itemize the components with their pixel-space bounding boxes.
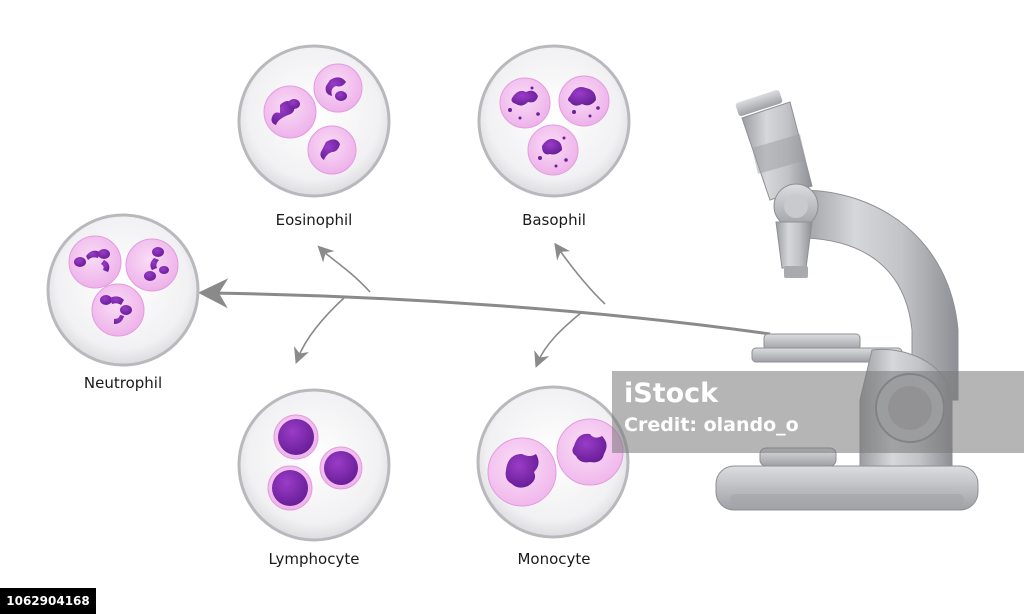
microscope-objective [775,221,813,278]
monocyte-cell [487,437,557,507]
microscope-eyepiece [735,90,813,201]
neutrophil-cell [125,238,179,292]
basophil-cell [499,77,551,129]
basophil-cell [527,124,579,176]
basophil-cell [558,75,610,127]
eosinophil-cell [313,63,363,113]
stock-id-badge: 1062904168 [0,588,96,614]
basophil-lens [477,44,631,198]
watermark-brand: iStock [624,378,719,409]
cell-label-neutrophil: Neutrophil [83,374,163,392]
eosinophil-cell [263,85,317,139]
branch-arrows [198,242,771,368]
cell-label-monocyte: Monocyte [517,550,591,568]
watermark-bar [612,371,1024,453]
monocyte-cell [556,418,624,486]
lymphocyte-cell [273,414,319,460]
neutrophil-cell [91,283,145,337]
cell-label-eosinophil: Eosinophil [275,211,353,229]
watermark-credit: Credit: olando_o [624,414,799,436]
neutrophil-cell [68,235,122,289]
monocyte-lens [476,385,630,539]
eosinophil-lens [237,44,391,198]
cell-label-lymphocyte: Lymphocyte [268,550,360,568]
cell-label-basophil: Basophil [522,211,586,229]
lymphocyte-cell [267,465,313,511]
lymphocyte-cell [319,446,363,490]
lymphocyte-lens [237,388,391,542]
neutrophil-lens [46,213,200,367]
microscope-base [715,465,979,511]
eosinophil-cell [307,125,357,175]
